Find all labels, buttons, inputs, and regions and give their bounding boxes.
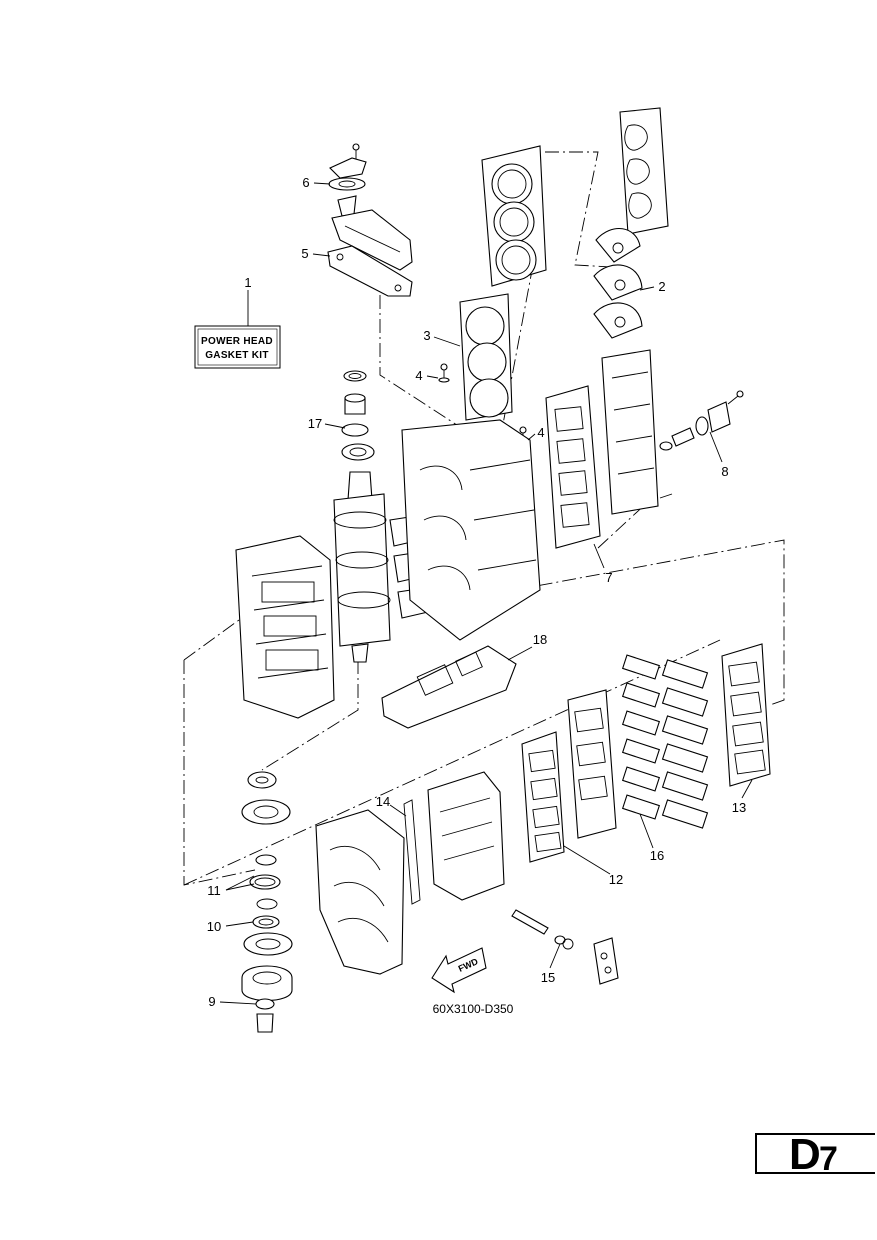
cylinder-head-cover [619,107,669,235]
intake-silencer [315,809,405,975]
crankshaft [333,471,391,663]
callout-8: 8 [721,464,728,479]
lower-crank-seals [241,771,291,825]
reed-valve-plate [567,689,617,839]
callout-17: 17 [308,416,322,431]
callout-14: 14 [376,794,390,809]
part-14-silencer-seal [403,799,421,905]
crankcase [235,535,335,719]
drawing-code: 60X3100-D350 [433,1002,514,1016]
page-id-letter: D [789,1130,821,1179]
gasket-kit-label: POWER HEAD GASKET KIT [194,325,281,369]
cylinder-head [481,145,547,287]
callout-numbers: 1 2 3 4 4 5 6 7 8 9 10 11 12 13 14 15 16… [207,175,746,1009]
callout-2: 2 [658,279,665,294]
exhaust-cover [601,349,673,515]
part-3-cylinder-head-gasket [459,293,513,421]
reed-valves [661,659,709,829]
part-11-10-9-oil-seals [241,854,293,1033]
callout-4-left: 4 [415,368,422,383]
part-18-base-gasket [381,645,517,729]
part-2-head-gasket-set [593,227,643,339]
kit-label-line2: GASKET KIT [205,350,269,361]
page-id-number: 7 [819,1140,838,1178]
part-6-thermostat-cover [328,143,367,217]
kit-label-line1: POWER HEAD [201,336,273,347]
callout-7: 7 [605,570,612,585]
callout-5: 5 [301,246,308,261]
part-8-pressure-valve [659,390,744,451]
part-13-reed-base-gasket [721,643,771,787]
callout-9: 9 [208,994,215,1009]
part-16-reed-gaskets [621,654,661,820]
callout-4-right: 4 [537,425,544,440]
part-12-manifold-gasket [521,731,565,863]
part-7-exhaust-gasket [545,385,601,549]
intake-manifold [427,771,505,901]
callout-3: 3 [423,328,430,343]
forward-arrow: FWD [431,947,487,994]
callout-18: 18 [533,632,547,647]
callout-11: 11 [207,883,221,898]
callout-12: 12 [609,872,623,887]
part-5-exhaust-cover [327,209,413,297]
callout-10: 10 [207,919,221,934]
part-15-fuel-joint [511,909,619,985]
assembly-guide-lines [183,151,785,886]
callout-1: 1 [244,275,251,290]
callout-13: 13 [732,800,746,815]
callout-6: 6 [302,175,309,190]
part-17-top-seals [341,370,375,461]
page-id-badge: D 7 [755,1131,875,1179]
cylinder-block [401,419,541,641]
callout-16: 16 [650,848,664,863]
callout-leaders [219,182,753,1005]
callout-15: 15 [541,970,555,985]
